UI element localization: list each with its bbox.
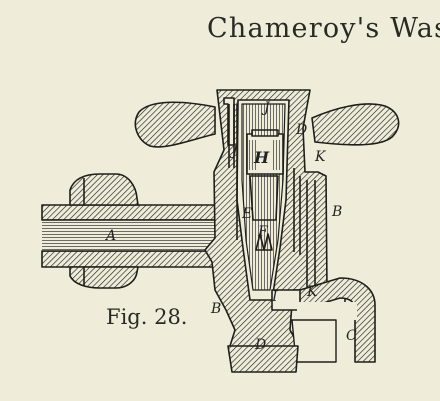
label-K-lower: K [306, 284, 319, 300]
label-B-left: B [210, 301, 221, 317]
outlet-bore [297, 302, 357, 320]
figure-label: Fig. 28. [106, 305, 188, 329]
label-J-top: J [261, 100, 271, 116]
label-I: I [271, 289, 278, 305]
handle-right-wing [311, 103, 400, 146]
inlet-bore [42, 220, 217, 251]
label-A: A [104, 228, 116, 244]
inlet-pipe-lower-wall [41, 250, 225, 268]
label-H: H [253, 148, 270, 167]
outlet-C [299, 277, 376, 363]
label-B-right: B [331, 204, 342, 220]
handle-left-wing [134, 101, 216, 148]
label-D-top: D [295, 122, 307, 138]
page-title: Chameroy's Wass [207, 13, 440, 44]
union-nut-lower [69, 266, 139, 289]
label-K-upper: K [314, 149, 327, 165]
label-J-left: J [229, 143, 239, 159]
cylinder-H-shade [249, 140, 257, 170]
float-E [249, 175, 279, 221]
union-nut [69, 173, 139, 206]
inlet-pipe-upper-wall [41, 204, 225, 221]
label-C: C [346, 328, 357, 344]
label-D-bottom: D [254, 337, 266, 353]
label-E: E [241, 206, 252, 222]
spring-F [255, 233, 273, 251]
bottom-cap-D [227, 345, 299, 373]
label-F: F [257, 224, 269, 240]
